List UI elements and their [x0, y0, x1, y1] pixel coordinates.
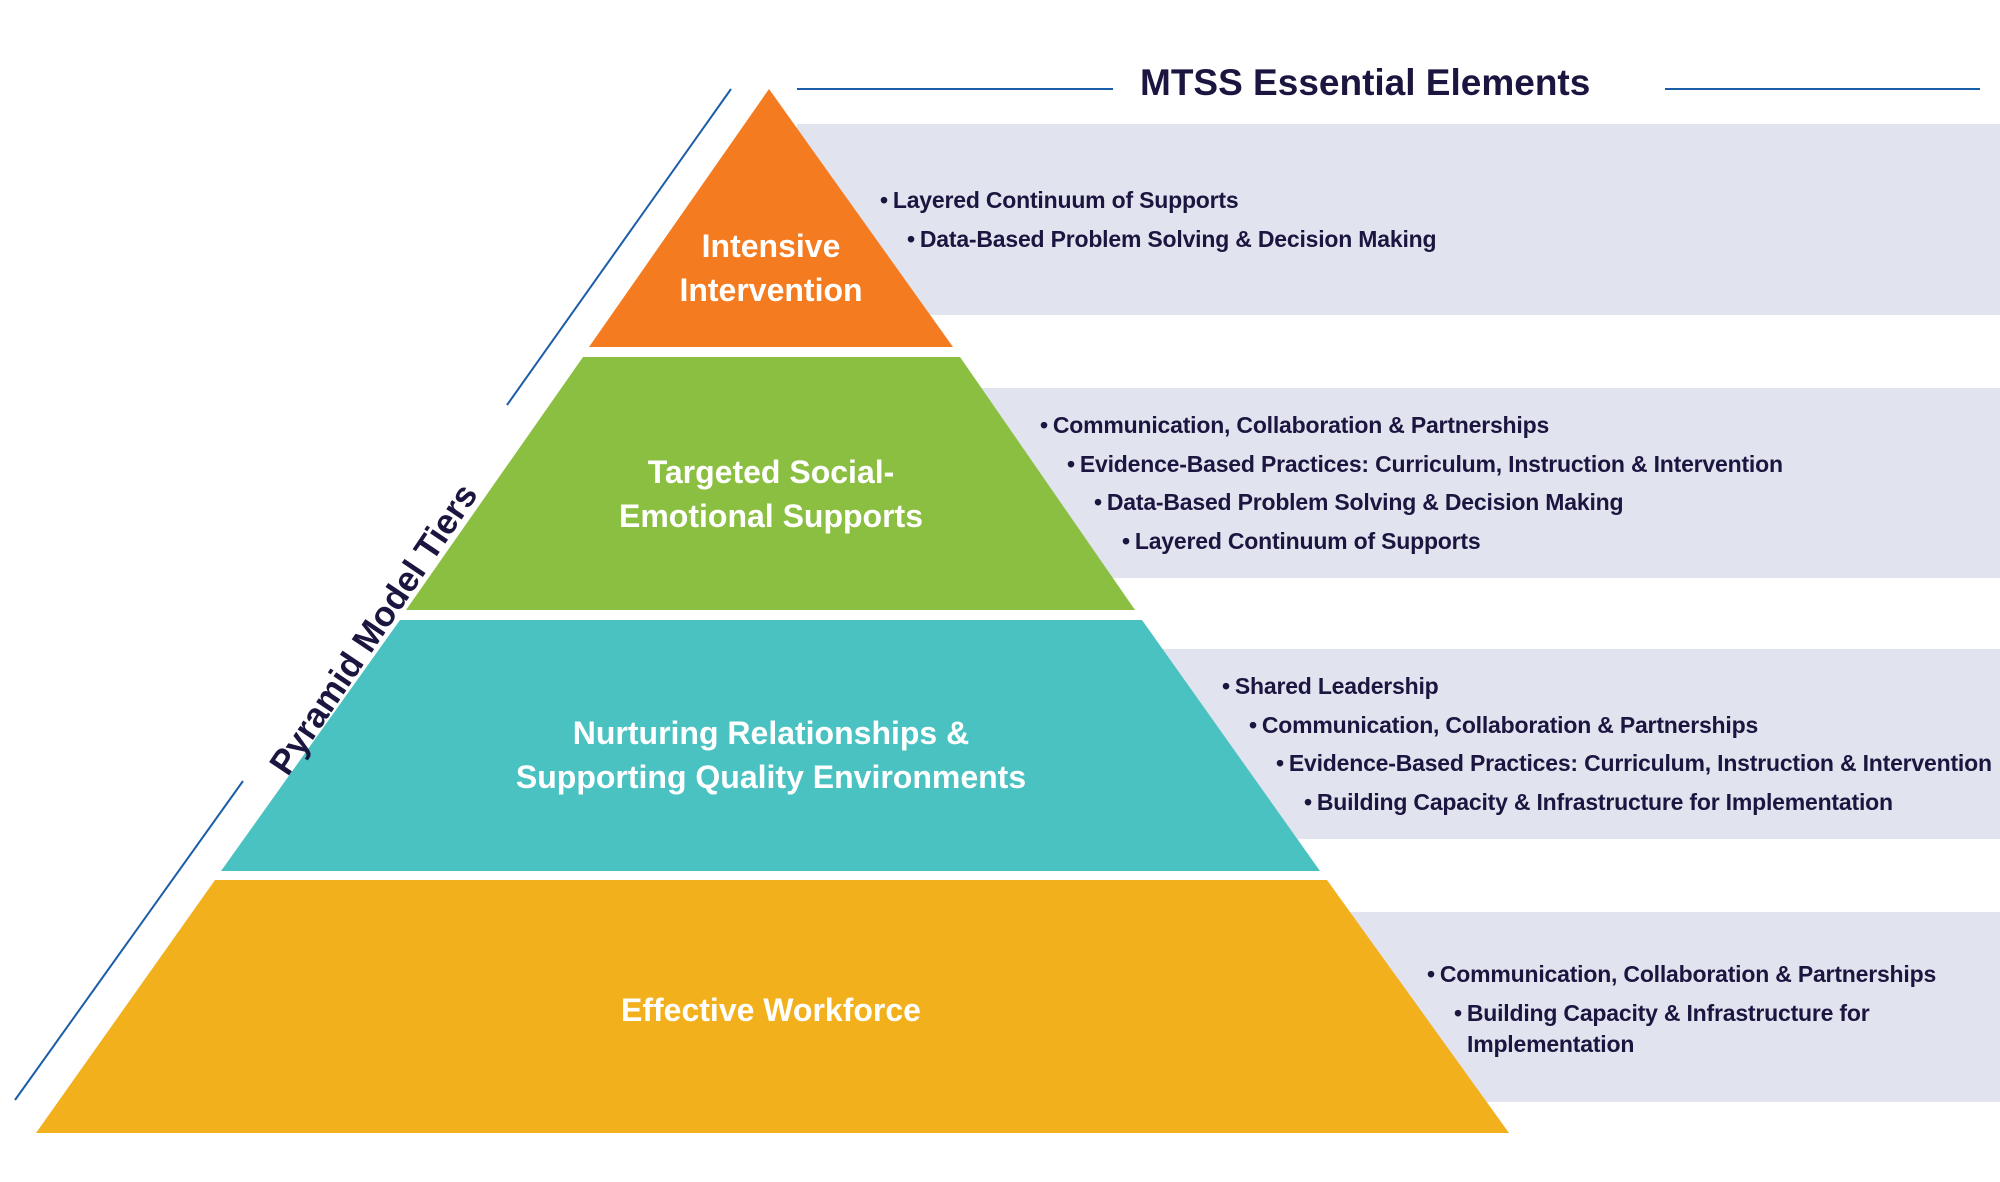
list-item-continued: Implementation [1467, 1031, 1635, 1057]
list-item: Communication, Collaboration & Partnersh… [1040, 406, 1783, 445]
list-item: Data-Based Problem Solving & Decision Ma… [1094, 483, 1783, 522]
list-item: Layered Continuum of Supports [880, 181, 1436, 220]
tier-workforce-shape [36, 880, 1509, 1133]
tier-label-nurturing: Nurturing Relationships & Supporting Qua… [516, 711, 1026, 799]
tier-label-workforce: Effective Workforce [621, 988, 921, 1032]
list-item: Communication, Collaboration & Partnersh… [1427, 955, 1936, 994]
list-item: Shared Leadership [1222, 667, 1992, 706]
tier-nurturing-shape [221, 620, 1320, 871]
side-rule-top [506, 88, 732, 406]
tier-4-elements-list: Communication, Collaboration & Partnersh… [1427, 955, 1936, 1056]
page-title: MTSS Essential Elements [1140, 62, 1591, 103]
tier-2-elements-list: Communication, Collaboration & Partnersh… [1040, 406, 1783, 560]
tier-label-targeted: Targeted Social- Emotional Supports [619, 450, 923, 538]
tier-targeted-shape [406, 357, 1135, 610]
tier-label-line: Intervention [679, 272, 863, 308]
list-item: Data-Based Problem Solving & Decision Ma… [907, 220, 1437, 259]
tier-label-line: Emotional Supports [619, 498, 923, 534]
list-item: Building Capacity & Infrastructure for I… [1304, 783, 1992, 822]
list-item: Building Capacity & Infrastructure for [1454, 994, 1936, 1033]
tier-label-intensive: Intensive Intervention [679, 224, 862, 312]
tier-label-line: Intensive [701, 228, 841, 264]
tier-label-line: Effective Workforce [621, 992, 921, 1028]
list-item: Layered Continuum of Supports [1122, 522, 1783, 561]
list-item: Communication, Collaboration & Partnersh… [1249, 706, 1992, 745]
tier-1-elements-list: Layered Continuum of Supports Data-Based… [880, 181, 1437, 259]
tier-intensive-shape [589, 89, 953, 347]
tier-label-line: Supporting Quality Environments [515, 759, 1027, 795]
tier-3-elements-list: Shared Leadership Communication, Collabo… [1222, 667, 1992, 821]
list-item: Evidence-Based Practices: Curriculum, In… [1276, 744, 1992, 783]
tier-label-line: Targeted Social- [647, 454, 895, 490]
list-item: Evidence-Based Practices: Curriculum, In… [1067, 445, 1783, 484]
tier-label-line: Nurturing Relationships & [572, 715, 970, 751]
side-rule-bottom [14, 780, 244, 1101]
